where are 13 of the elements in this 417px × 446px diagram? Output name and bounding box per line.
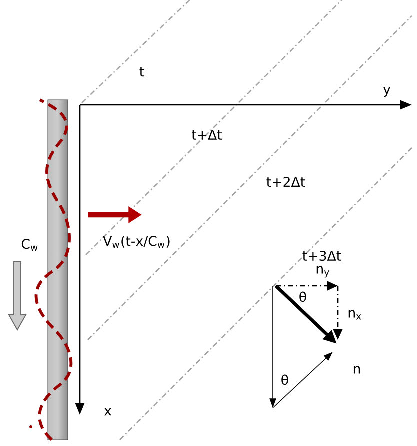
axis-label: θ [300, 292, 306, 302]
axis-label: t [140, 67, 144, 77]
axis-label: C$_{w}$ [22, 239, 38, 251]
axis-label: V$_{w}$(t-x/C$_{w}$) [103, 236, 170, 248]
axis-label: y [383, 86, 391, 98]
axis-label: n$_{y}$ [316, 266, 330, 278]
axis-label: t+3Δt [302, 250, 342, 262]
axis-label: x [104, 408, 112, 416]
axis-label: t+2Δt [266, 177, 306, 187]
axis-label: θ [282, 374, 288, 386]
axis-label: n$_{x}$ [348, 310, 362, 320]
axis-label: t+Δt [192, 130, 222, 140]
axis-label: n [354, 366, 360, 374]
